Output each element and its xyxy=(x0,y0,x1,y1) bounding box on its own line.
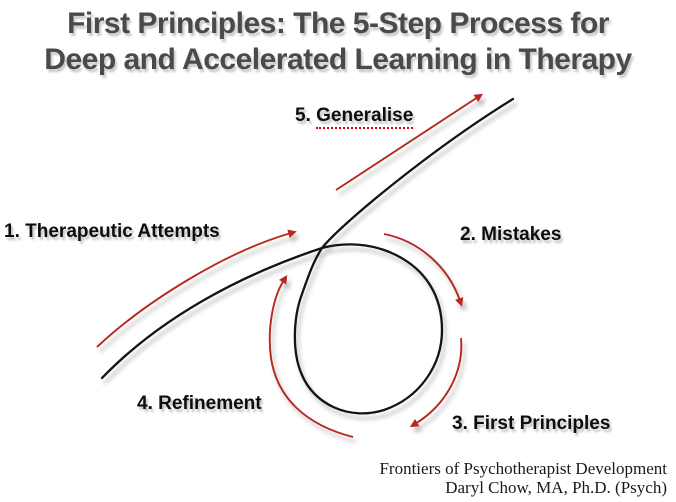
step-label-text-spellcheck-underlined: Generalise xyxy=(316,105,414,129)
arrow-step4-refinement-icon xyxy=(268,274,354,438)
step-label-text: Mistakes xyxy=(481,224,562,245)
page-title: First Principles: The 5-Step Process for… xyxy=(0,6,676,78)
label-step-1-therapeutic-attempts: 1. Therapeutic Attempts xyxy=(4,221,220,242)
arrow-step3-first-principles-icon xyxy=(409,337,463,428)
arrow-step5-generalise-icon xyxy=(335,93,484,191)
footer-line-1: Frontiers of Psychotherapist Development xyxy=(379,459,667,478)
label-step-4-refinement: 4. Refinement xyxy=(137,393,262,414)
step-number: 3. xyxy=(452,413,468,434)
step-number: 5. xyxy=(295,105,311,126)
learning-curve-with-loop xyxy=(100,97,515,415)
arrow-step2-mistakes-icon xyxy=(383,233,464,307)
step-label-text: Therapeutic Attempts xyxy=(25,221,220,242)
title-line-2: Deep and Accelerated Learning in Therapy xyxy=(44,43,632,76)
step-number: 1. xyxy=(4,221,20,242)
label-step-3-first-principles: 3. First Principles xyxy=(452,413,610,434)
footer-line-2: Daryl Chow, MA, Ph.D. (Psych) xyxy=(445,478,667,497)
step-label-text: Refinement xyxy=(158,393,262,414)
step-label-text: First Principles xyxy=(473,413,611,434)
title-line-1: First Principles: The 5-Step Process for xyxy=(67,7,609,40)
label-step-2-mistakes: 2. Mistakes xyxy=(460,224,561,245)
step-number: 4. xyxy=(137,393,153,414)
arrow-step1-therapeutic-attempts-icon xyxy=(96,229,297,348)
label-step-5-generalise: 5. Generalise xyxy=(295,105,414,129)
footer-credit: Frontiers of Psychotherapist Development… xyxy=(379,459,667,497)
step-number: 2. xyxy=(460,224,476,245)
